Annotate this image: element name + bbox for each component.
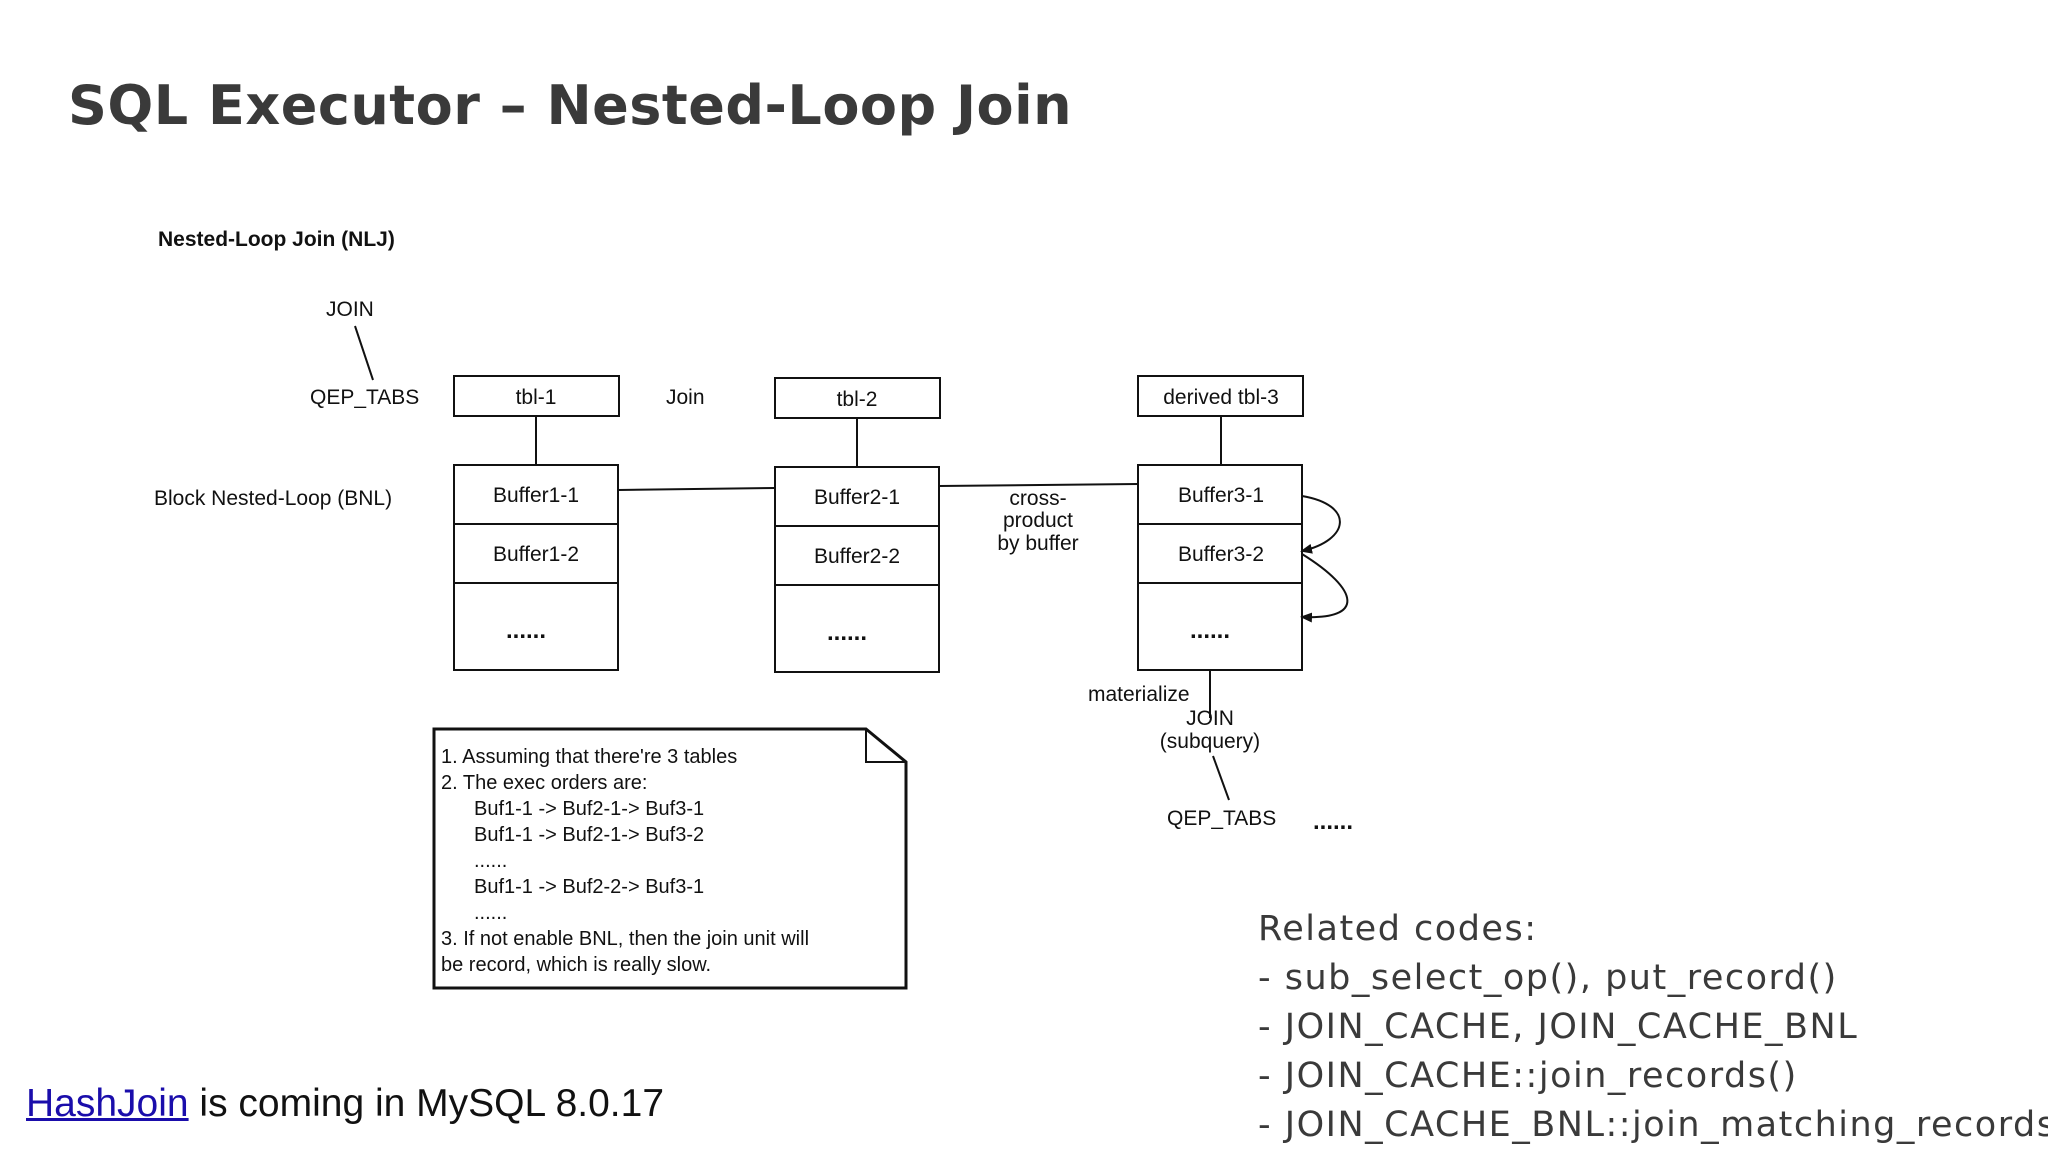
table-2: tbl-2 bbox=[774, 377, 941, 467]
note-box: 1. Assuming that there're 3 tables 2. Th… bbox=[432, 727, 908, 990]
bnl-label: Block Nested-Loop (BNL) bbox=[154, 487, 392, 510]
sub-ellipsis: ...... bbox=[1313, 808, 1353, 835]
loop-arrow-1 bbox=[1300, 495, 1341, 554]
note-line-2: 2. The exec orders are: bbox=[441, 772, 647, 794]
materialize-label: materialize bbox=[1088, 683, 1190, 706]
join-to-qep-line bbox=[354, 325, 374, 381]
table-3: derived tbl-3 bbox=[1137, 375, 1304, 465]
buffer-stack-1: Buffer1-1 Buffer1-2 ...... bbox=[453, 464, 619, 671]
table-1: tbl-1 bbox=[453, 375, 620, 465]
sub-join-subquery-label: (subquery) bbox=[1160, 730, 1260, 753]
buffer-3-2: Buffer3-2 bbox=[1178, 543, 1264, 566]
between-join-label: Join bbox=[666, 386, 705, 409]
note-line-7: ...... bbox=[474, 902, 507, 924]
table-2-label: tbl-2 bbox=[837, 388, 878, 411]
buffer-2-2: Buffer2-2 bbox=[814, 545, 900, 568]
slide-title: SQL Executor – Nested-Loop Join bbox=[68, 74, 1073, 137]
note-line-3: Buf1-1 -> Buf2-1-> Buf3-1 bbox=[474, 798, 704, 820]
buffer-stack-2: Buffer2-1 Buffer2-2 ...... bbox=[774, 466, 940, 673]
diagram-heading: Nested-Loop Join (NLJ) bbox=[158, 228, 395, 251]
note-fold bbox=[865, 729, 906, 763]
buffer-1-1: Buffer1-1 bbox=[493, 484, 579, 507]
buffer-3-1: Buffer3-1 bbox=[1178, 484, 1264, 507]
related-codes-heading: Related codes: bbox=[1258, 909, 1538, 949]
note-line-6: Buf1-1 -> Buf2-2-> Buf3-1 bbox=[474, 876, 704, 898]
note-line-5: ...... bbox=[474, 850, 507, 872]
related-code-item: - JOIN_CACHE::join_records() bbox=[1258, 1056, 1798, 1096]
buffer-3-more: ...... bbox=[1190, 617, 1230, 644]
related-code-item: - JOIN_CACHE_BNL::join_matching_records(… bbox=[1258, 1105, 2048, 1145]
hashjoin-note: HashJoin is coming in MySQL 8.0.17 bbox=[26, 1082, 664, 1126]
sub-qep-tabs-label: QEP_TABS bbox=[1167, 807, 1276, 830]
buffer-stack-1-box bbox=[453, 464, 619, 671]
buffer-2-1: Buffer2-1 bbox=[814, 486, 900, 509]
join-label: JOIN bbox=[326, 298, 374, 321]
table-2-box bbox=[774, 377, 941, 419]
note-line-9: be record, which is really slow. bbox=[441, 954, 711, 976]
note-line-4: Buf1-1 -> Buf2-1-> Buf3-2 bbox=[474, 824, 704, 846]
table-3-label: derived tbl-3 bbox=[1163, 386, 1279, 409]
buffer1-to-buffer2-line bbox=[617, 487, 776, 491]
cross-product-line-1: cross- bbox=[1009, 487, 1066, 510]
note-box-outline bbox=[432, 727, 908, 990]
buffer2-to-buffer3-line bbox=[938, 483, 1139, 487]
related-codes: Related codes: - sub_select_op(), put_re… bbox=[1258, 905, 2048, 1150]
loop-arrow-2 bbox=[1300, 553, 1349, 623]
sub-join-label: JOIN bbox=[1186, 707, 1234, 730]
cross-product-line-3: by buffer bbox=[997, 532, 1078, 555]
qep-tabs-label: QEP_TABS bbox=[310, 386, 419, 409]
buffer-2-more: ...... bbox=[827, 619, 867, 646]
buffer-1-more: ...... bbox=[506, 617, 546, 644]
buffer-stack-3-box bbox=[1137, 464, 1303, 671]
cross-product-line-2: product bbox=[1003, 509, 1073, 532]
related-code-item: - JOIN_CACHE, JOIN_CACHE_BNL bbox=[1258, 1007, 1859, 1047]
table-1-label: tbl-1 bbox=[516, 386, 557, 409]
sub-join-to-qep-line bbox=[1212, 755, 1230, 801]
hashjoin-link[interactable]: HashJoin bbox=[26, 1082, 189, 1125]
note-line-1: 1. Assuming that there're 3 tables bbox=[441, 746, 737, 768]
hashjoin-rest-text: is coming in MySQL 8.0.17 bbox=[188, 1082, 665, 1125]
cross-product-label: cross- product by buffer bbox=[997, 487, 1078, 555]
buffer-stack-3: Buffer3-1 Buffer3-2 ...... bbox=[1137, 464, 1303, 671]
related-code-item: - sub_select_op(), put_record() bbox=[1258, 958, 1838, 998]
note-line-8: 3. If not enable BNL, then the join unit… bbox=[441, 928, 809, 950]
buffer-1-2: Buffer1-2 bbox=[493, 543, 579, 566]
buffer-stack-2-box bbox=[774, 466, 940, 673]
